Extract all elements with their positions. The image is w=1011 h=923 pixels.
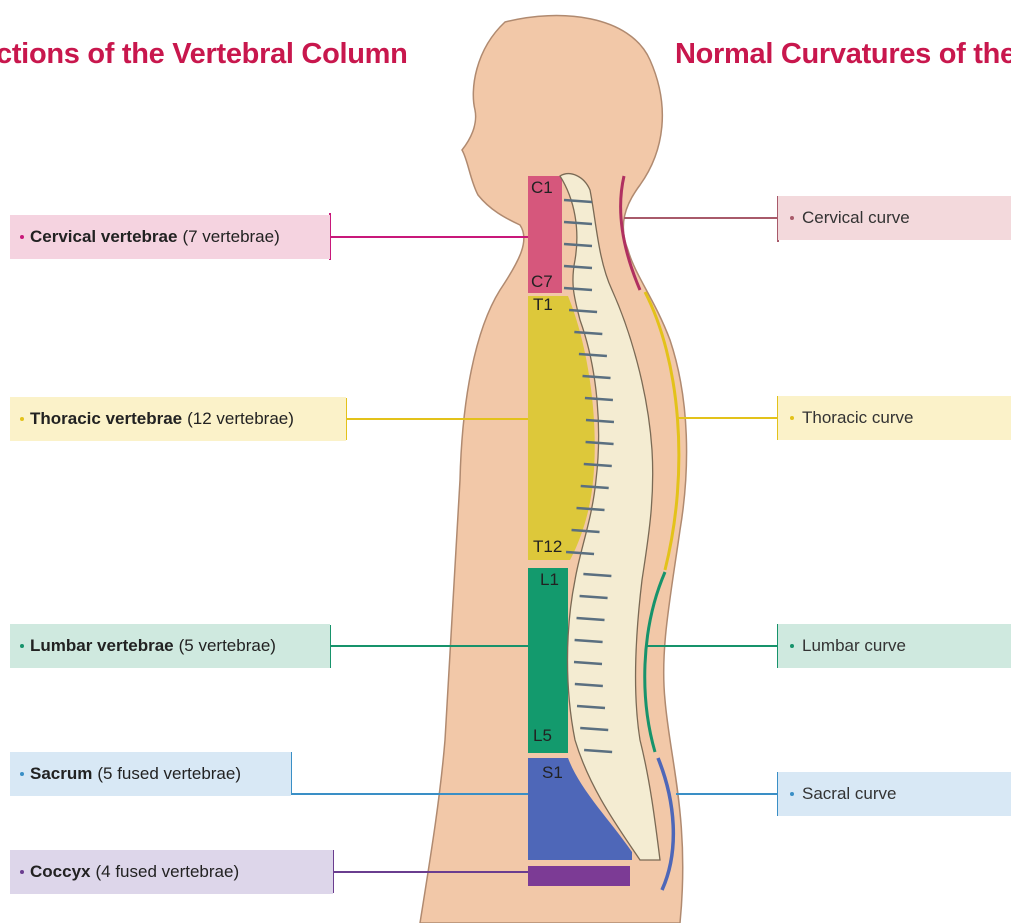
marker-l1: L1 — [540, 570, 559, 589]
bullet-icon — [790, 416, 794, 420]
cervical-leader — [330, 213, 528, 260]
bullet-icon — [20, 870, 24, 874]
bullet-icon — [790, 644, 794, 648]
marker-c7: C7 — [531, 272, 553, 291]
bullet-icon — [20, 644, 24, 648]
lumbar-label-detail: (5 vertebrae) — [179, 636, 276, 656]
thoracic-curve-text: Thoracic curve — [802, 408, 913, 428]
cervical-label-detail: (7 vertebrae) — [182, 227, 279, 247]
cervical-curve-leader — [624, 196, 778, 242]
thoracic-label: Thoracic vertebrae (12 vertebrae) — [10, 397, 346, 441]
thoracic-label-detail: (12 vertebrae) — [187, 409, 294, 429]
sacral-curve-leader — [676, 772, 778, 816]
cervical-curve-label: Cervical curve — [778, 196, 1011, 240]
marker-c1: C1 — [531, 178, 553, 197]
cervical-curve-text: Cervical curve — [802, 208, 910, 228]
bullet-icon — [20, 417, 24, 421]
thoracic-curve-leader — [678, 396, 778, 440]
sacrum-label-detail: (5 fused vertebrae) — [97, 764, 241, 784]
coccyx-label-name: Coccyx — [30, 862, 90, 882]
cervical-label-name: Cervical vertebrae — [30, 227, 177, 247]
bullet-icon — [790, 792, 794, 796]
marker-s1: S1 — [542, 763, 563, 782]
bullet-icon — [790, 216, 794, 220]
bullet-icon — [20, 235, 24, 239]
sacrum-label-name: Sacrum — [30, 764, 92, 784]
lumbar-label: Lumbar vertebrae (5 vertebrae) — [10, 624, 330, 668]
marker-t12: T12 — [533, 537, 562, 556]
coccyx-block — [528, 866, 630, 886]
lumbar-curve-text: Lumbar curve — [802, 636, 906, 656]
lumbar-curve-label: Lumbar curve — [778, 624, 1011, 668]
sacral-curve-label: Sacral curve — [778, 772, 1011, 816]
sacral-curve-text: Sacral curve — [802, 784, 896, 804]
thoracic-label-name: Thoracic vertebrae — [30, 409, 182, 429]
thoracic-curve-label: Thoracic curve — [778, 396, 1011, 440]
cervical-label: Cervical vertebrae (7 vertebrae) — [10, 215, 330, 259]
lumbar-label-name: Lumbar vertebrae — [30, 636, 174, 656]
bullet-icon — [20, 772, 24, 776]
coccyx-label-detail: (4 fused vertebrae) — [95, 862, 239, 882]
marker-t1: T1 — [533, 295, 553, 314]
marker-l5: L5 — [533, 726, 552, 745]
coccyx-label: Coccyx (4 fused vertebrae) — [10, 850, 333, 894]
sacrum-label: Sacrum (5 fused vertebrae) — [10, 752, 291, 796]
